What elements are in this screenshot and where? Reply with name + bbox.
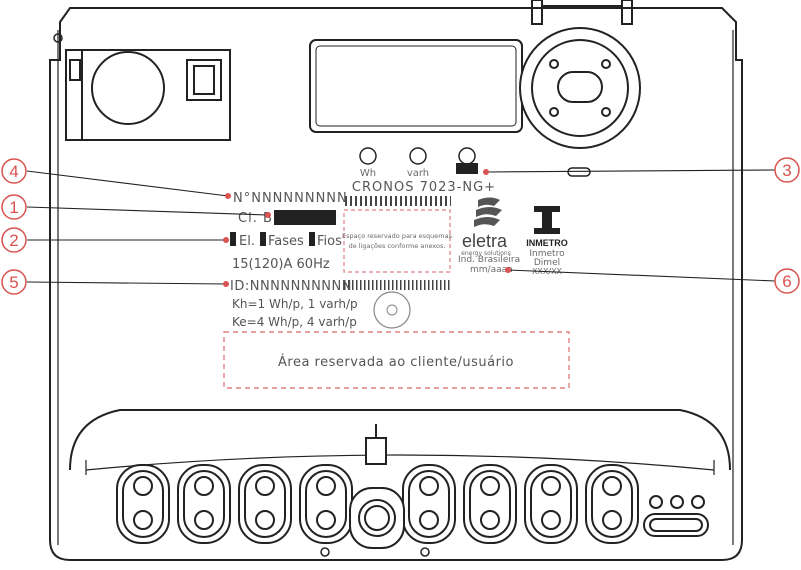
barcode-bottom bbox=[343, 280, 451, 290]
callout-4-number: 4 bbox=[9, 162, 18, 181]
wiring-box-line-1: Espaço reservado para esquemas bbox=[342, 232, 453, 240]
brand-tagline: energy solutions bbox=[461, 250, 511, 257]
barcode-top bbox=[343, 196, 451, 206]
neutral-terminal bbox=[349, 487, 405, 549]
inmetro-line-2: Dimel bbox=[534, 258, 560, 268]
wiring-box-line-2: de ligações conforme anexos. bbox=[349, 242, 446, 250]
nameplate-text: N°NNNNNNNNN Cl. B El. Fases Fios 15(120)… bbox=[230, 191, 358, 329]
meter-id: ID:NNNNNNNNNN bbox=[230, 279, 352, 294]
third-led-icon bbox=[458, 147, 476, 165]
callout-leaders bbox=[26, 169, 776, 285]
inmetro-word: INMETRO bbox=[526, 238, 568, 248]
terminal-6 bbox=[463, 464, 517, 544]
elements-label: El. bbox=[239, 234, 255, 249]
eletra-logo: eletra energy solutions Ind. Brasileira … bbox=[458, 197, 520, 275]
terminal-2 bbox=[177, 464, 231, 544]
inmetro-line-1: Inmetro bbox=[529, 249, 565, 259]
wiring-reserved-box: Espaço reservado para esquemas de ligaçõ… bbox=[342, 209, 453, 273]
model-name: CRONOS 7023-NG+ bbox=[352, 180, 496, 195]
inmetro-logo: INMETRO Inmetro Dimel XXX/XX bbox=[526, 206, 568, 276]
optical-port bbox=[519, 27, 641, 149]
callout-2-number: 2 bbox=[9, 231, 18, 250]
terminal-sockets bbox=[116, 464, 709, 557]
kh-constant: Kh=1 Wh/p, 1 varh/p bbox=[232, 297, 358, 311]
screw-hole-icon bbox=[53, 33, 63, 43]
wh-led-icon bbox=[359, 147, 377, 165]
terminal-block bbox=[69, 409, 731, 475]
hanger-hook bbox=[531, 0, 633, 25]
client-reserved-area: Área reservada ao cliente/usuário bbox=[223, 331, 570, 389]
terminal-5 bbox=[402, 464, 456, 544]
callout-4: 4 bbox=[1, 158, 27, 184]
callout-3: 3 bbox=[774, 157, 800, 183]
callout-6-number: 6 bbox=[782, 272, 791, 291]
callout-2: 2 bbox=[1, 227, 27, 253]
battery-compartment bbox=[65, 49, 231, 141]
terminal-4 bbox=[299, 464, 353, 544]
led-indicators: Wh varh bbox=[359, 147, 478, 179]
brand-name: eletra bbox=[462, 231, 508, 251]
meter-body bbox=[49, 7, 743, 561]
callout-anchors bbox=[223, 169, 511, 287]
varh-led-icon bbox=[409, 147, 427, 165]
terminal-7 bbox=[524, 464, 578, 544]
terminal-3 bbox=[238, 464, 292, 544]
ke-constant: Ke=4 Wh/p, 4 varh/p bbox=[232, 315, 357, 329]
client-area-label: Área reservada ao cliente/usuário bbox=[278, 354, 514, 370]
led-label-redacted bbox=[456, 163, 478, 174]
callout-1-number: 1 bbox=[9, 198, 18, 217]
class-redacted bbox=[274, 210, 336, 225]
display-window bbox=[309, 39, 523, 133]
led-label-wh: Wh bbox=[360, 168, 376, 179]
callout-6: 6 bbox=[774, 268, 800, 294]
terminal-1 bbox=[116, 464, 170, 544]
test-button bbox=[373, 291, 411, 329]
callout-3-number: 3 bbox=[782, 161, 791, 180]
terminal-8 bbox=[585, 464, 639, 544]
callout-5-number: 5 bbox=[9, 273, 18, 292]
origin-label: Ind. Brasileira bbox=[458, 255, 520, 265]
manufacture-date: mm/aaaa bbox=[470, 265, 513, 275]
callout-5: 5 bbox=[1, 269, 27, 295]
led-label-varh: varh bbox=[407, 168, 429, 179]
serial-number: N°NNNNNNNNN bbox=[233, 191, 348, 206]
current-rating: 15(120)A 60Hz bbox=[232, 257, 330, 272]
wires-label: Fios bbox=[317, 234, 342, 249]
phases-label: Fases bbox=[268, 234, 304, 249]
seal-slot-icon bbox=[567, 167, 591, 177]
callout-1: 1 bbox=[1, 194, 27, 220]
aux-terminals bbox=[643, 495, 709, 537]
